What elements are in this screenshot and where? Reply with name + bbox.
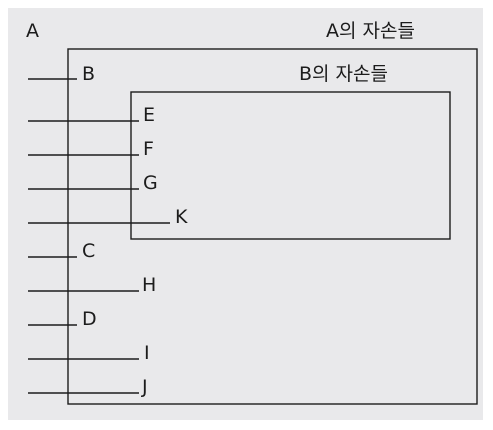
inner-descendants-box <box>130 91 451 240</box>
inner-box-title: B의 자손들 <box>299 63 388 85</box>
node-label-g: G <box>143 172 158 194</box>
node-label-i: I <box>144 342 150 364</box>
node-label-f: F <box>143 138 154 160</box>
node-label-d: D <box>82 308 97 330</box>
outer-descendants-box <box>67 48 478 405</box>
node-label-k: K <box>175 206 188 228</box>
diagram-background <box>8 8 483 420</box>
node-label-h: H <box>142 274 156 296</box>
root-label: A <box>26 20 39 42</box>
node-label-c: C <box>82 240 95 262</box>
node-label-j: J <box>141 376 148 398</box>
outer-box-title: A의 자손들 <box>326 20 415 42</box>
node-label-e: E <box>143 104 155 126</box>
node-label-b: B <box>82 63 95 85</box>
